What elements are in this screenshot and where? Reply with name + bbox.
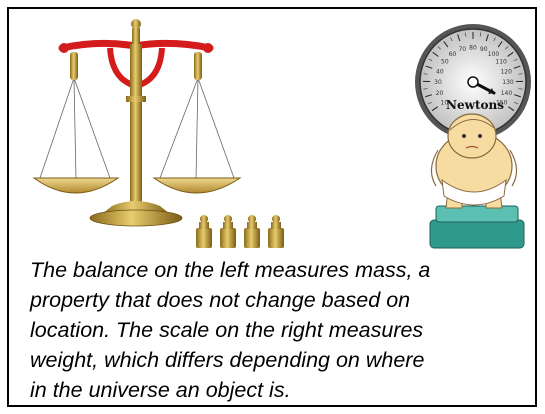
dial-unit-label: Newtons bbox=[446, 98, 504, 112]
dial-tick-label: 60 bbox=[449, 51, 457, 58]
balance-scale-icon bbox=[34, 19, 240, 226]
baby-on-scale-icon bbox=[430, 114, 524, 248]
dial-tick-label: 20 bbox=[436, 90, 444, 97]
caption-line: location. The scale on the right measure… bbox=[30, 315, 530, 345]
dial-tick-label: 30 bbox=[434, 79, 442, 86]
caption-line: The balance on the left measures mass, a bbox=[30, 255, 530, 285]
dial-tick-label: 140 bbox=[501, 90, 513, 97]
figure-caption: The balance on the left measures mass, a… bbox=[30, 255, 530, 405]
dial-tick-label: 50 bbox=[441, 59, 449, 66]
dial-tick-label: 110 bbox=[495, 59, 507, 66]
dial-tick-label: 80 bbox=[469, 45, 477, 52]
dial-tick-label: 90 bbox=[480, 46, 488, 53]
dial-tick-label: 100 bbox=[488, 51, 500, 58]
caption-line: in the universe an object is. bbox=[30, 375, 530, 405]
caption-line: property that does not change based on bbox=[30, 285, 530, 315]
brass-weights-icon bbox=[196, 215, 284, 248]
caption-line: weight, which differs depending on where bbox=[30, 345, 530, 375]
dial-tick-label: 40 bbox=[436, 68, 444, 75]
dial-tick-label: 70 bbox=[458, 46, 466, 53]
dial-tick-label: 120 bbox=[500, 68, 512, 75]
dial-tick-label: 130 bbox=[502, 79, 514, 86]
